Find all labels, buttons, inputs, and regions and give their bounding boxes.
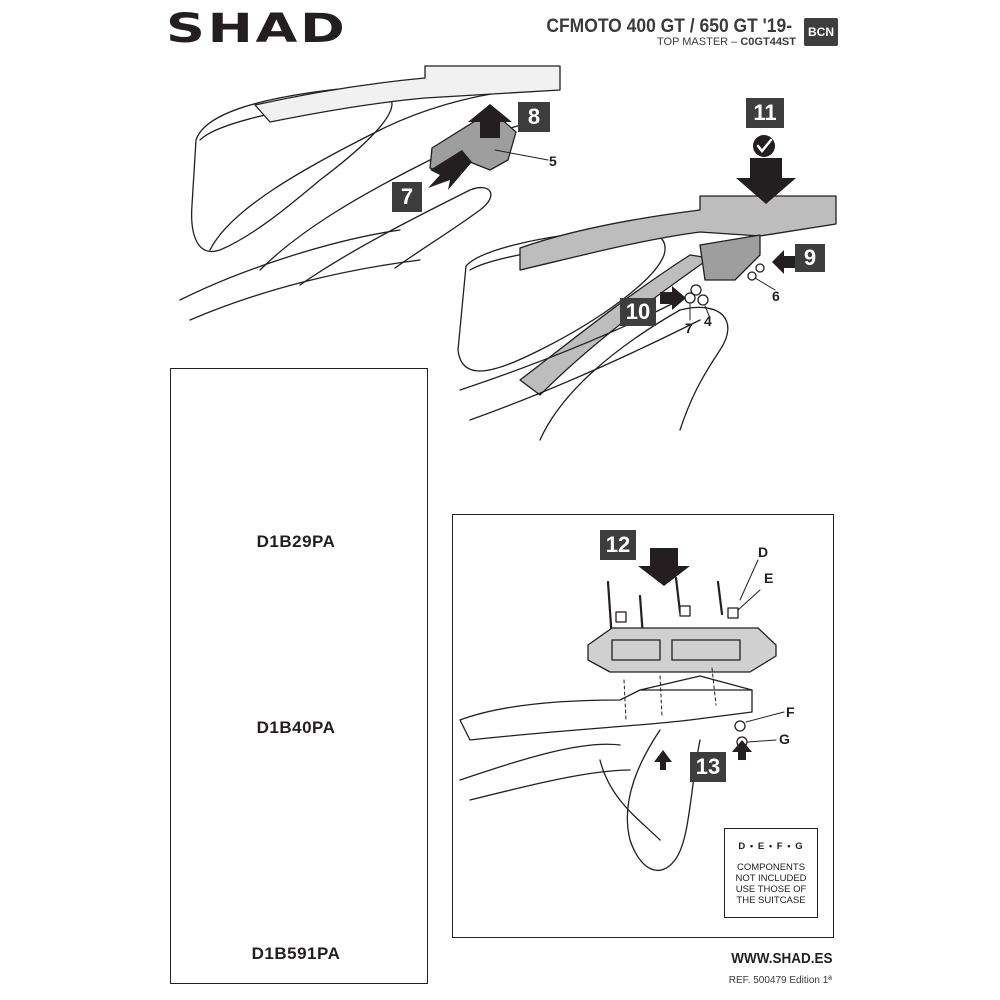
frame-top-left	[209, 89, 521, 251]
step-13: 13	[690, 752, 726, 782]
check-icon	[753, 135, 775, 157]
note-line-1: COMPONENTS	[736, 862, 806, 873]
note-title: D • E • F • G	[738, 841, 804, 852]
arrow-8	[468, 104, 512, 138]
product-code: C0GT44ST	[740, 36, 796, 48]
mounting-panel	[452, 514, 834, 938]
rack-plate-top-left	[254, 65, 561, 123]
step-9: 9	[795, 244, 825, 272]
model-title: CFMOTO 400 GT / 650 GT '19-	[546, 16, 792, 37]
arrow-13a	[654, 750, 672, 770]
base-plate	[587, 627, 777, 673]
plate-label-d1b29pa: D1B29PA	[256, 532, 336, 551]
seat-top-left	[190, 88, 393, 253]
bcn-badge: BCN	[804, 18, 838, 46]
rack-right	[519, 195, 837, 271]
note-line-2: NOT INCLUDED	[735, 873, 807, 884]
callout-part-7: 7	[685, 320, 693, 336]
callout-part-4: 4	[704, 313, 712, 329]
product-subtitle: TOP MASTER – C0GT44ST	[657, 36, 796, 48]
callout-part-5: 5	[549, 153, 557, 169]
plate-label-d1b40pa: D1B40PA	[256, 718, 336, 737]
reference-number: REF. 500479 Edition 1ª	[728, 975, 832, 986]
spacer-E	[727, 607, 739, 619]
arrow-11	[736, 158, 796, 204]
website-link[interactable]: WWW.SHAD.ES	[730, 950, 832, 967]
brand-logo: SHAD	[166, 6, 348, 52]
washer-4	[697, 294, 709, 306]
step-7: 7	[392, 182, 422, 212]
components-note: D • E • F • G COMPONENTS NOT INCLUDED US…	[724, 828, 818, 918]
subtitle-prefix: TOP MASTER –	[657, 36, 738, 48]
note-line-3: USE THOSE OF	[735, 884, 807, 895]
arrow-10	[660, 286, 686, 310]
callout-part-E: E	[764, 570, 774, 586]
plates-panel	[170, 368, 428, 984]
step-8: 8	[518, 102, 550, 132]
arrow-12	[638, 548, 690, 586]
callout-part-G: G	[779, 731, 790, 747]
arrow-9	[772, 250, 798, 274]
callout-part-D: D	[758, 544, 769, 560]
bolt-6	[747, 271, 757, 281]
arrow-7	[428, 150, 472, 190]
nut-F	[734, 720, 746, 732]
arrow-13b	[732, 740, 752, 760]
step-10: 10	[620, 298, 656, 326]
seat-right	[457, 228, 666, 372]
step-12: 12	[600, 530, 636, 560]
note-line-4: THE SUITCASE	[736, 895, 806, 906]
plate-label-d1b591pa: D1B591PA	[251, 944, 341, 963]
callout-part-6: 6	[772, 288, 780, 304]
callout-part-F: F	[786, 704, 795, 720]
step-11: 11	[746, 98, 784, 128]
